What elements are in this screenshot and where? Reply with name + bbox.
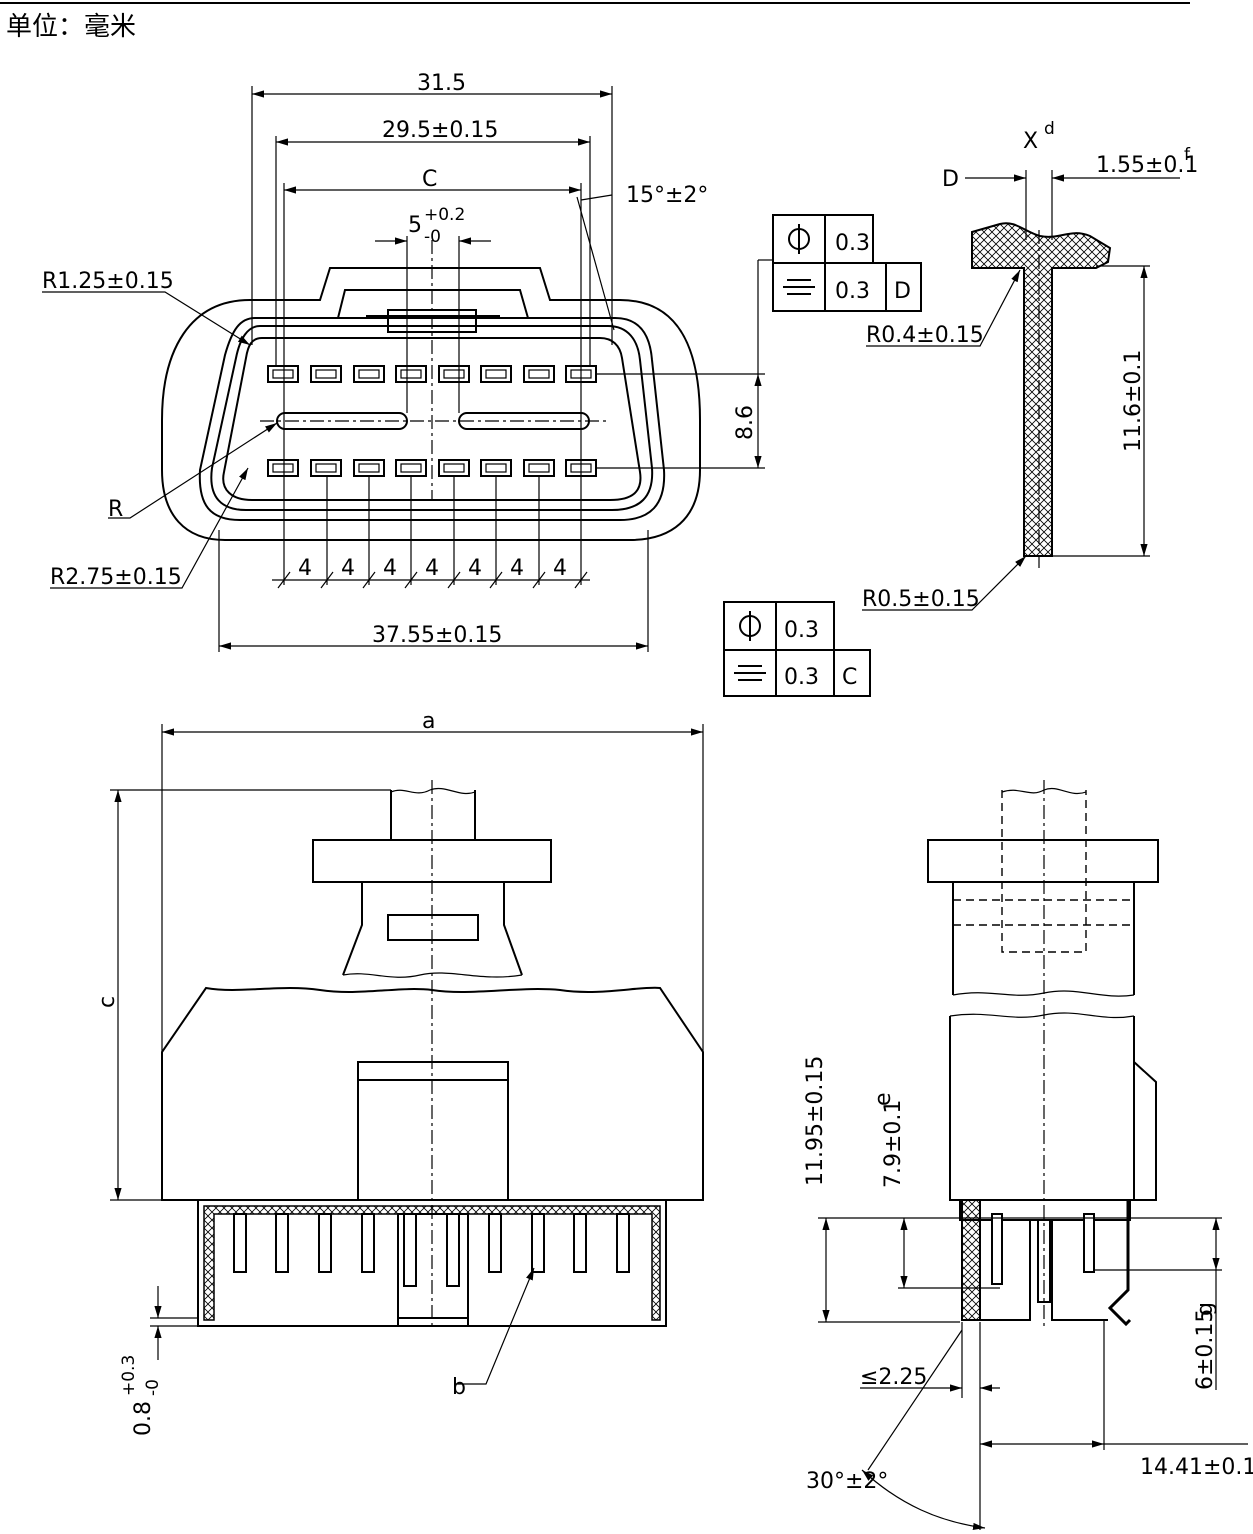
dim-c-height: c bbox=[95, 996, 120, 1008]
tol-d-position-value: 0.3 bbox=[835, 231, 870, 256]
dim-g: g bbox=[1193, 1302, 1218, 1316]
dim-e: e bbox=[871, 1092, 896, 1106]
dim-radius-275: R2.75±0.15 bbox=[50, 565, 182, 590]
tol-d-datum: D bbox=[894, 279, 911, 304]
dim-225: ≤2.25 bbox=[860, 1365, 927, 1390]
section-view: D X d 1.55±0.1 f R0.4±0.15 11.6±0.1 R0.5… bbox=[862, 119, 1198, 612]
dim-section-height: 11.6±0.1 bbox=[1121, 350, 1146, 452]
bottom-front-view: a c b 0.8 +0.3 -0 bbox=[95, 709, 704, 1436]
symmetry-icon bbox=[783, 279, 815, 295]
dim-radius-125: R1.25±0.15 bbox=[42, 269, 174, 294]
tol-c-datum: C bbox=[842, 665, 857, 690]
front-view: 31.5 29.5±0.15 C +0.2 5 -0 15°±2° R1.25±… bbox=[42, 71, 773, 652]
dim-thickness: 1.55±0.1 bbox=[1096, 153, 1198, 178]
dim-radius-05: R0.5±0.15 bbox=[862, 587, 980, 612]
dim-1441: 14.41±0.15 bbox=[1140, 1455, 1253, 1480]
dim-side-height: 11.95±0.15 bbox=[803, 1056, 828, 1186]
dim-x: X bbox=[1023, 129, 1038, 154]
pin-row-top bbox=[267, 365, 597, 383]
pitch-label-1: 4 bbox=[298, 556, 312, 581]
dim-radius-04: R0.4±0.15 bbox=[866, 323, 984, 348]
dim-a: a bbox=[422, 709, 435, 734]
tolerance-frame-d: 0.3 0.3 D bbox=[772, 214, 922, 312]
pitch-label-7: 4 bbox=[553, 556, 567, 581]
tolerance-frame-c: 0.3 0.3 C bbox=[723, 601, 871, 697]
dim-x-sup: d bbox=[1044, 119, 1055, 139]
position-icon bbox=[788, 224, 810, 254]
tol-c-symmetry-value: 0.3 bbox=[784, 665, 819, 690]
side-view: 11.95±0.15 7.9±0.1 e g 6±0.15 ≤2.25 14.4… bbox=[803, 780, 1253, 1530]
tol-c-position-value: 0.3 bbox=[784, 618, 819, 643]
dim-c: C bbox=[422, 167, 437, 192]
dim-slot: 5 bbox=[408, 213, 422, 238]
tol-d-symmetry-value: 0.3 bbox=[835, 279, 870, 304]
dim-6: 6±0.15 bbox=[1193, 1309, 1218, 1390]
pitch-label-2: 4 bbox=[341, 556, 355, 581]
dim-slot-tol-top: +0.2 bbox=[424, 205, 465, 225]
dim-d: D bbox=[942, 167, 959, 192]
top-border-line bbox=[0, 2, 1190, 4]
dim-offset-tol-bottom: -0 bbox=[143, 1379, 163, 1396]
dim-row-pitch: 8.6 bbox=[733, 405, 758, 440]
pitch-ticks bbox=[277, 571, 588, 589]
pitch-label-5: 4 bbox=[468, 556, 482, 581]
dim-angle-30: 30°±2° bbox=[806, 1469, 888, 1494]
pin-array bbox=[233, 1213, 630, 1287]
pitch-label-6: 4 bbox=[510, 556, 524, 581]
dim-offset: 0.8 bbox=[131, 1401, 156, 1436]
dim-overall-width: 31.5 bbox=[417, 71, 466, 96]
dim-angle-15: 15°±2° bbox=[626, 183, 708, 208]
dim-radius-r: R bbox=[108, 497, 123, 522]
pitch-label-3: 4 bbox=[383, 556, 397, 581]
pitch-label-4: 4 bbox=[425, 556, 439, 581]
dim-inner-width: 29.5±0.15 bbox=[382, 118, 498, 143]
dim-slot-tol-bottom: -0 bbox=[424, 227, 441, 247]
dim-b: b bbox=[452, 1375, 466, 1400]
dim-thickness-sup: f bbox=[1184, 145, 1191, 165]
dim-pin-length: 7.9±0.1 bbox=[881, 1100, 906, 1188]
dim-outer-width: 37.55±0.15 bbox=[372, 623, 502, 648]
unit-label: 单位：毫米 bbox=[6, 12, 137, 42]
dim-offset-tol-top: +0.3 bbox=[119, 1355, 139, 1396]
position-icon bbox=[739, 611, 761, 641]
symmetry-icon bbox=[734, 665, 766, 681]
